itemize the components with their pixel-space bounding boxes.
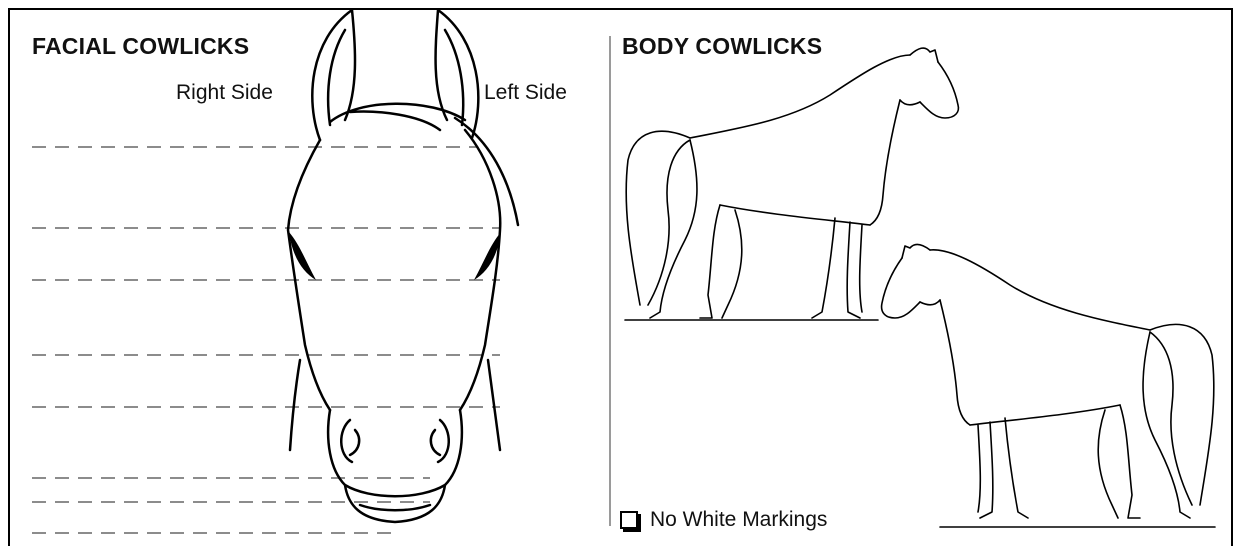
- facial-guide-lines: [32, 147, 500, 533]
- no-white-markings-label: No White Markings: [650, 508, 827, 532]
- horse-side-right-icon: [625, 48, 958, 320]
- no-white-markings-option[interactable]: No White Markings: [620, 505, 827, 535]
- horse-side-left-icon: [882, 244, 1215, 527]
- no-white-markings-checkbox[interactable]: [620, 511, 638, 529]
